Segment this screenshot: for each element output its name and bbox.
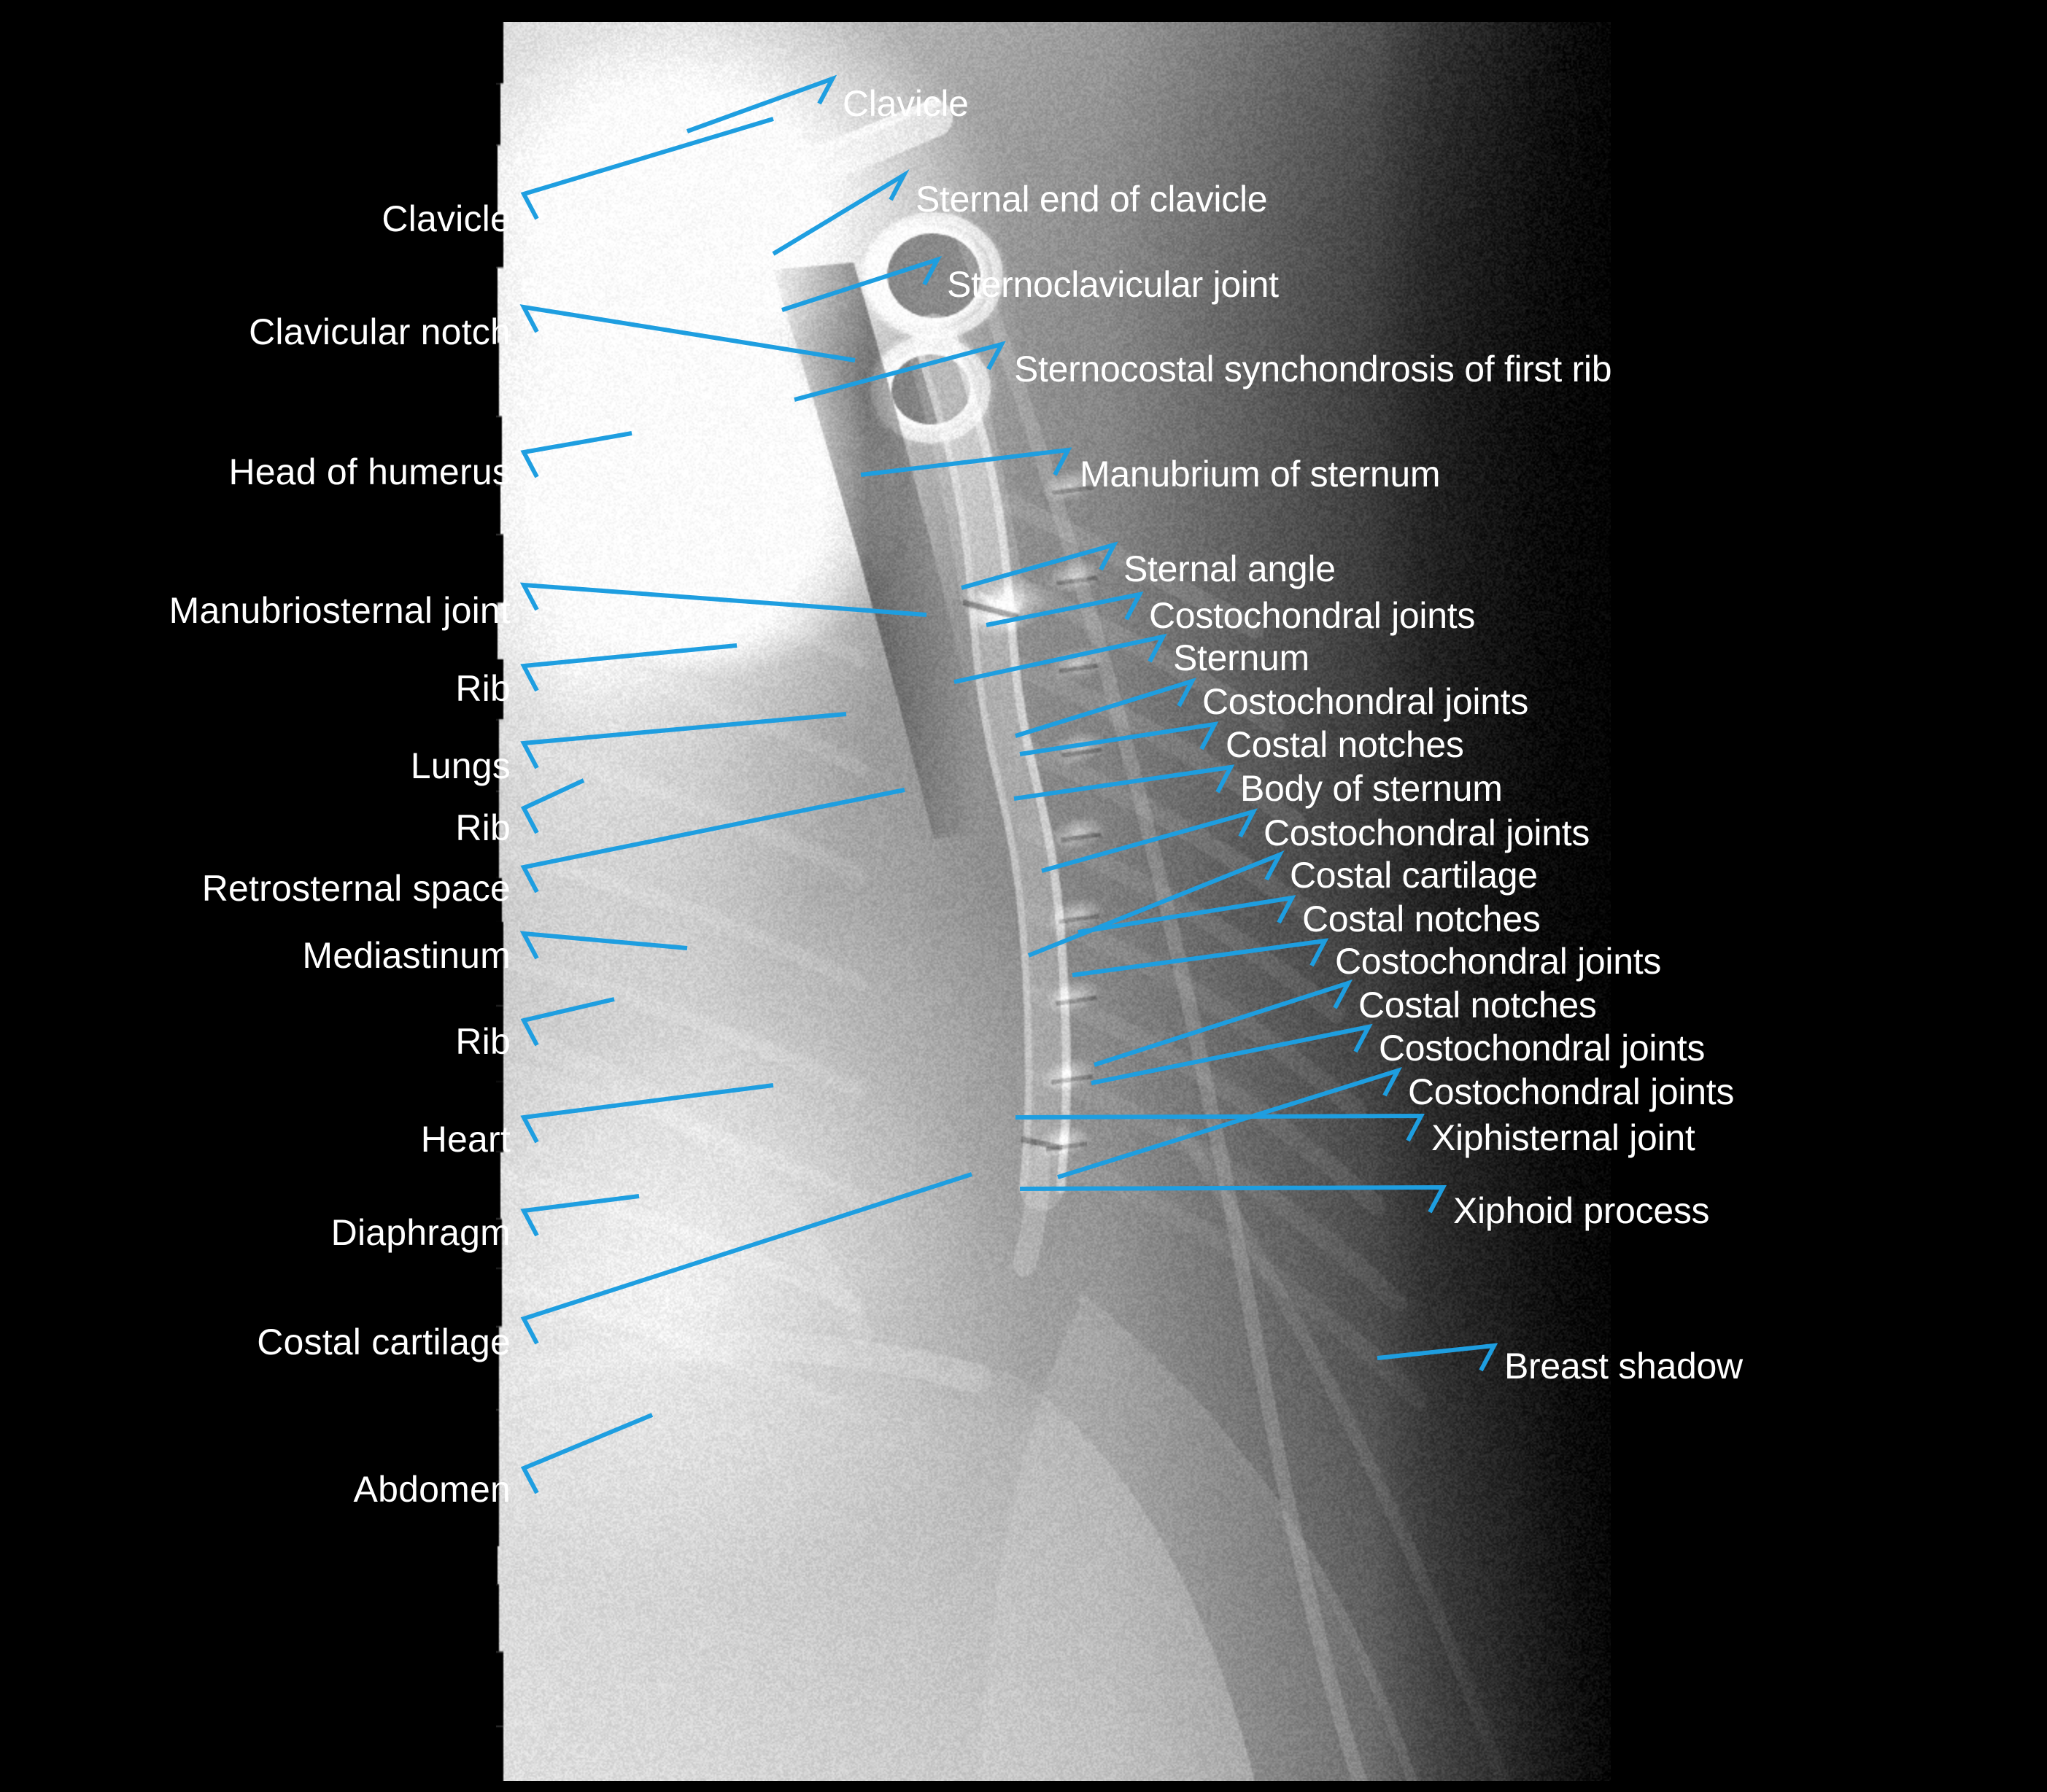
- annotation-label-costochondral-joints-right-16: Costochondral joints: [1379, 1030, 1705, 1066]
- annotation-label-sternum-right-7: Sternum: [1173, 640, 1309, 676]
- annotation-label-costochondral-joints-right-6: Costochondral joints: [1149, 597, 1475, 634]
- annotation-label-costal-notches-right-15: Costal notches: [1358, 987, 1597, 1023]
- annotation-label-costochondral-joints-right-11: Costochondral joints: [1264, 815, 1590, 851]
- annotation-label-costal-cartilage-left-12: Costal cartilage: [257, 1324, 511, 1360]
- annotation-label-rib-left-4: Rib: [455, 670, 511, 707]
- annotation-label-clavicular-notch-left-1: Clavicular notch: [249, 314, 511, 350]
- annotation-label-sternal-end-of-clavicle-right-1: Sternal end of clavicle: [916, 181, 1267, 217]
- annotation-label-costal-notches-right-13: Costal notches: [1302, 901, 1541, 937]
- annotation-label-costochondral-joints-right-8: Costochondral joints: [1202, 683, 1528, 720]
- annotation-label-mediastinum-left-8: Mediastinum: [302, 937, 511, 974]
- annotation-label-costochondral-joints-right-14: Costochondral joints: [1335, 943, 1661, 980]
- annotation-label-manubrium-of-sternum-right-4: Manubrium of sternum: [1080, 456, 1440, 492]
- annotation-label-costochondral-joints-right-17: Costochondral joints: [1408, 1074, 1734, 1110]
- annotation-label-rib-left-6: Rib: [455, 810, 511, 846]
- annotation-label-xiphisternal-joint-right-18: Xiphisternal joint: [1431, 1120, 1695, 1156]
- annotation-label-xiphoid-process-right-19: Xiphoid process: [1453, 1192, 1709, 1229]
- annotation-label-clavicle-right-0: Clavicle: [843, 85, 969, 122]
- annotation-label-costal-notches-right-9: Costal notches: [1226, 726, 1464, 763]
- annotation-label-retrosternal-space-left-7: Retrosternal space: [202, 870, 511, 907]
- annotation-label-manubriosternal-joint-left-3: Manubriosternal joint: [169, 592, 511, 629]
- annotation-label-breast-shadow-right-20: Breast shadow: [1504, 1348, 1743, 1384]
- annotation-label-heart-left-10: Heart: [421, 1121, 511, 1157]
- annotation-label-body-of-sternum-right-10: Body of sternum: [1240, 770, 1503, 807]
- annotation-label-sternoclavicular-joint-right-2: Sternoclavicular joint: [947, 266, 1279, 303]
- annotation-label-head-of-humerus-left-2: Head of humerus: [228, 454, 511, 490]
- annotation-label-lungs-left-5: Lungs: [411, 748, 511, 784]
- annotation-label-sternal-angle-right-5: Sternal angle: [1123, 551, 1336, 587]
- annotation-label-rib-left-9: Rib: [455, 1023, 511, 1060]
- annotation-label-clavicle-left-0: Clavicle: [382, 201, 511, 237]
- annotation-label-abdomen-left-13: Abdomen: [354, 1471, 511, 1508]
- annotation-label-costal-cartilage-right-12: Costal cartilage: [1290, 857, 1538, 893]
- annotation-label-sternocostal-synchondrosis-of-first-rib-right-3: Sternocostal synchondrosis of first rib: [1014, 351, 1611, 387]
- annotation-label-diaphragm-left-11: Diaphragm: [331, 1214, 511, 1251]
